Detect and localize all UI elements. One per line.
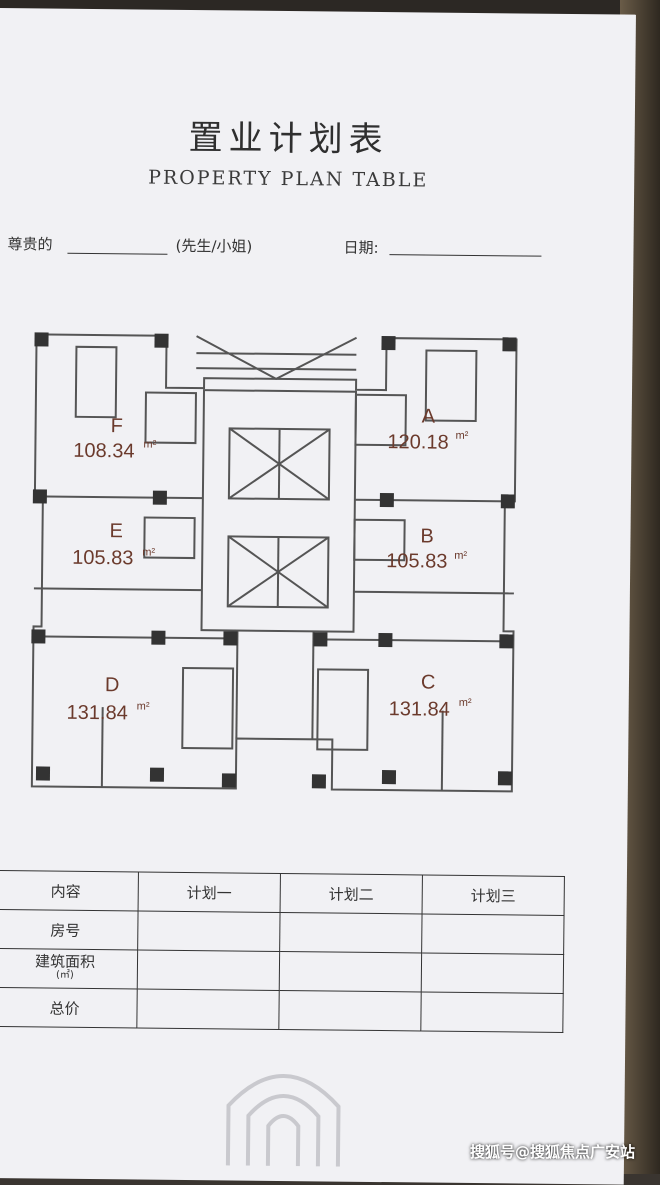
row-label-room-number: 房号 <box>0 909 139 950</box>
watermark-text: 搜狐号@搜狐焦点广安站 <box>470 1143 636 1161</box>
unit-d-letter: D <box>105 674 120 696</box>
table-row: 房号 <box>0 909 565 955</box>
document-subtitle: PROPERTY PLAN TABLE <box>148 166 429 192</box>
table-row: 建筑面积 (㎡) <box>0 948 564 994</box>
unit-f-letter: F <box>111 415 123 437</box>
header-plan-3: 计划三 <box>422 874 565 916</box>
date-blank-line <box>389 254 542 257</box>
brand-logo <box>225 1074 341 1167</box>
unit-c-area-unit: m² <box>459 697 472 709</box>
header-plan-2: 计划二 <box>280 873 423 914</box>
unit-f-area: 108.34 <box>73 440 134 463</box>
table-cell[interactable] <box>420 991 564 1033</box>
table-header-row: 内容 计划一 计划二 计划三 <box>0 870 565 916</box>
name-blank-line <box>67 252 168 255</box>
unit-c-letter: C <box>421 671 436 693</box>
header-content: 内容 <box>0 870 139 911</box>
table-cell[interactable] <box>421 952 564 994</box>
unit-c-area: 131.84 <box>389 698 450 721</box>
table-cell[interactable] <box>279 951 422 992</box>
unit-d-area: 131.84 <box>67 702 128 725</box>
unit-b-letter: B <box>420 525 434 547</box>
row-label-building-area: 建筑面积 (㎡) <box>0 948 138 989</box>
table-cell[interactable] <box>278 990 422 1031</box>
paper-sheet: 置业计划表 PROPERTY PLAN TABLE 尊贵的 (先生/小姐) 日期… <box>0 8 636 1185</box>
table-cell[interactable] <box>137 949 280 991</box>
table-row: 总价 <box>0 987 564 1033</box>
date-label: 日期: <box>343 238 379 257</box>
table-cell[interactable] <box>421 913 565 955</box>
unit-e-area: 105.83 <box>72 547 133 570</box>
row-label-building-area-unit: (㎡) <box>55 969 74 981</box>
table-cell[interactable] <box>279 912 423 953</box>
table-cell[interactable] <box>137 910 281 952</box>
document-title: 置业计划表 <box>188 117 389 161</box>
row-label-total-price: 总价 <box>0 987 138 1028</box>
unit-e-letter: E <box>109 520 123 542</box>
unit-b-area: 105.83 <box>386 550 447 573</box>
salutation-suffix: (先生/小姐) <box>175 236 253 256</box>
unit-a-area: 120.18 <box>387 431 448 454</box>
unit-a-area-unit: m² <box>455 430 468 442</box>
unit-e-area-unit: m² <box>142 547 155 559</box>
unit-f-area-unit: m² <box>143 439 156 451</box>
floor-plan: F 108.34 m² A 120.18 m² E 105.83 m² B 10… <box>30 332 518 793</box>
header-plan-1: 计划一 <box>138 871 281 913</box>
table-cell[interactable] <box>136 988 280 1030</box>
unit-a-letter: A <box>422 405 436 427</box>
plan-table: 内容 计划一 计划二 计划三 房号 建筑面积 (㎡) 总价 <box>0 870 565 1033</box>
salutation-prefix: 尊贵的 <box>7 235 53 254</box>
unit-d-area-unit: m² <box>137 700 150 712</box>
unit-b-area-unit: m² <box>454 550 467 562</box>
